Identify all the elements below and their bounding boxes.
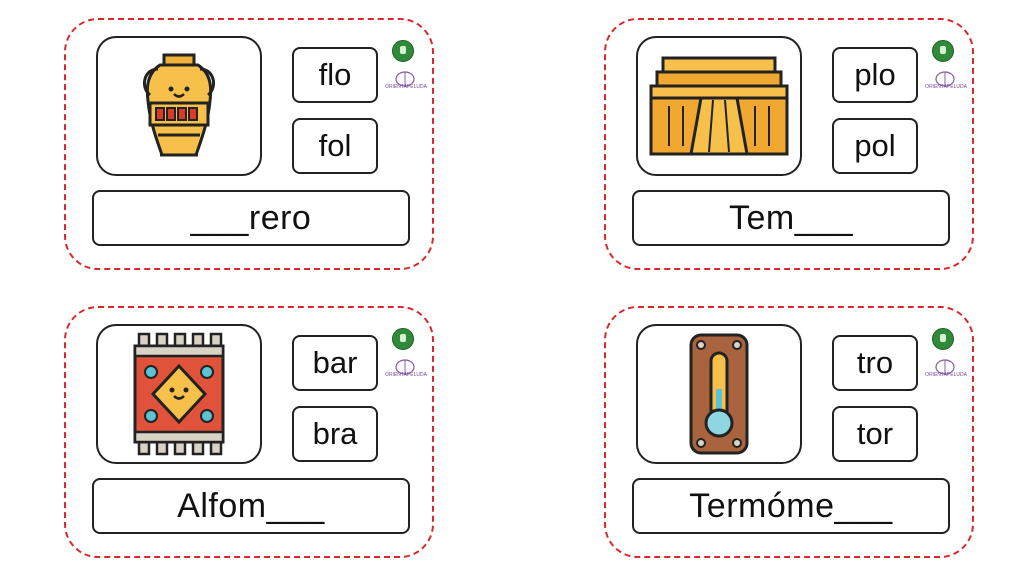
word-blank: ___rero — [92, 190, 410, 246]
image-frame — [636, 36, 802, 176]
card-rug: bar bra Alfom___ ORIENTAPELUDA — [64, 306, 434, 558]
brain-logo-icon — [395, 71, 415, 87]
image-frame — [636, 324, 802, 464]
logo-text: ORIENTAPELUDA — [925, 372, 967, 378]
option-button[interactable]: fol — [292, 118, 378, 174]
option-button[interactable]: pol — [832, 118, 918, 174]
logo-text: ORIENTAPELUDA — [385, 372, 427, 378]
word-blank: Tem___ — [632, 190, 950, 246]
card-temple: plo pol Tem___ ORIENTAPELUDA — [604, 18, 974, 270]
option-button[interactable]: flo — [292, 47, 378, 103]
word-blank: Alfom___ — [92, 478, 410, 534]
logo-badge-icon — [932, 328, 954, 350]
option-button[interactable]: bra — [292, 406, 378, 462]
temple-icon — [649, 56, 789, 156]
logo-badge-icon — [932, 40, 954, 62]
brain-logo-icon — [935, 359, 955, 375]
image-frame — [96, 36, 262, 176]
brain-logo-icon — [395, 359, 415, 375]
word-blank: Termóme___ — [632, 478, 950, 534]
thermometer-icon — [689, 333, 749, 455]
card-thermometer: tro tor Termóme___ ORIENTAPELUDA — [604, 306, 974, 558]
image-frame — [96, 324, 262, 464]
option-button[interactable]: plo — [832, 47, 918, 103]
option-button[interactable]: tor — [832, 406, 918, 462]
logo-badge-icon — [392, 40, 414, 62]
logo-text: ORIENTAPELUDA — [385, 84, 427, 90]
logo-text: ORIENTAPELUDA — [925, 84, 967, 90]
option-button[interactable]: bar — [292, 335, 378, 391]
logo-badge-icon — [392, 328, 414, 350]
rug-icon — [133, 332, 225, 456]
option-button[interactable]: tro — [832, 335, 918, 391]
brain-logo-icon — [935, 71, 955, 87]
card-amphora: flo fol ___rero ORIENTAPELUDA — [64, 18, 434, 270]
amphora-icon — [142, 53, 216, 157]
